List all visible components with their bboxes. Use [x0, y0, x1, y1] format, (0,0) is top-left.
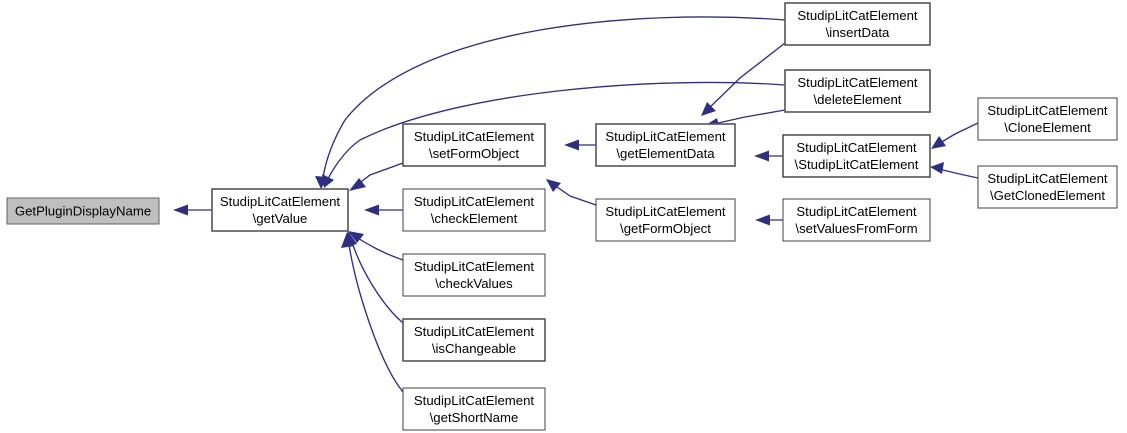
node-label-line2: \deleteElement	[814, 92, 902, 107]
node-box[interactable]	[211, 188, 349, 232]
node-box[interactable]	[6, 197, 160, 225]
call-edge	[755, 214, 783, 226]
call-edge	[349, 162, 404, 191]
edge-line	[347, 237, 404, 393]
graph-node-insertdata[interactable]: StudipLitCatElement \insertData	[784, 2, 931, 46]
node-label-line1: StudipLitCatElement	[414, 194, 535, 209]
node-label-line1: StudipLitCatElement	[987, 171, 1108, 186]
call-edge	[931, 122, 979, 149]
call-edge	[930, 162, 979, 179]
node-box[interactable]	[782, 134, 931, 178]
edge-arrowhead	[546, 179, 561, 192]
call-edge	[341, 232, 404, 393]
edge-arrowhead	[564, 139, 579, 151]
node-label-line1: StudipLitCatElement	[414, 259, 535, 274]
graph-node-cloneelement[interactable]: StudipLitCatElement \CloneElement	[977, 97, 1118, 141]
node-box[interactable]	[595, 198, 736, 242]
graph-node-getshortname[interactable]: StudipLitCatElement \getShortName	[402, 387, 546, 431]
node-label-line2: \setValuesFromForm	[795, 221, 917, 236]
graph-node-setvaluesfromform[interactable]: StudipLitCatElement \setValuesFromForm	[782, 198, 931, 242]
graph-node-getelementdata[interactable]: StudipLitCatElement \getElementData	[595, 123, 736, 167]
edge-line	[349, 235, 404, 324]
edge-line	[325, 81, 786, 184]
node-box[interactable]	[402, 387, 546, 431]
node-label-line1: GetPluginDisplayName	[15, 204, 151, 219]
node-label-line1: StudipLitCatElement	[797, 8, 918, 23]
call-edge	[754, 150, 783, 162]
node-label-line2: \checkElement	[431, 211, 518, 226]
node-label-line1: StudipLitCatElement	[796, 204, 917, 219]
edge-line	[708, 109, 786, 126]
edge-arrowhead	[931, 136, 946, 149]
edge-arrowhead	[754, 150, 769, 162]
node-label-line2: \insertData	[826, 25, 890, 40]
graph-node-getclonedelement[interactable]: StudipLitCatElement \GetClonedElement	[977, 165, 1118, 209]
node-box[interactable]	[784, 69, 931, 113]
node-box[interactable]	[595, 123, 736, 167]
node-label-line2: \StudipLitCatElement	[795, 157, 919, 172]
graph-node-getplugindisplayname[interactable]: GetPluginDisplayName	[6, 197, 160, 225]
edge-arrowhead	[173, 204, 188, 216]
node-label-line1: StudipLitCatElement	[987, 103, 1108, 118]
node-label-line2: \checkValues	[435, 276, 513, 291]
node-box[interactable]	[784, 2, 931, 46]
node-label-line2: \GetClonedElement	[990, 188, 1105, 203]
call-edge	[322, 81, 786, 188]
edge-line	[704, 42, 786, 113]
node-label-line2: \getFormObject	[620, 221, 711, 236]
node-box[interactable]	[402, 123, 546, 167]
call-edge	[546, 179, 597, 206]
node-label-line1: StudipLitCatElement	[220, 194, 341, 209]
node-box[interactable]	[977, 165, 1118, 209]
node-label-line2: \isChangeable	[432, 341, 516, 356]
edge-arrowhead	[349, 178, 366, 191]
graph-node-checkvalues[interactable]: StudipLitCatElement \checkValues	[402, 253, 546, 297]
nodes-layer: GetPluginDisplayNameStudipLitCatElement\…	[6, 2, 1118, 431]
node-label-line2: \getElementData	[616, 146, 715, 161]
node-label-line2: \getShortName	[430, 410, 519, 425]
graph-node-getformobject[interactable]: StudipLitCatElement \getFormObject	[595, 198, 736, 242]
call-edge	[564, 139, 596, 151]
node-label-line1: StudipLitCatElement	[796, 140, 917, 155]
edge-arrowhead	[341, 232, 354, 248]
node-box[interactable]	[782, 198, 931, 242]
node-label-line1: StudipLitCatElement	[605, 129, 726, 144]
graph-node-studiplitcatelement-ctor[interactable]: StudipLitCatElement \StudipLitCatElement	[782, 134, 931, 178]
edges-layer	[173, 16, 979, 393]
call-edge	[701, 42, 786, 116]
node-label-line2: \setFormObject	[429, 146, 519, 161]
edge-line	[321, 16, 786, 185]
node-box[interactable]	[402, 318, 546, 362]
call-edge	[348, 231, 404, 261]
edge-arrowhead	[348, 231, 364, 243]
node-label-line1: StudipLitCatElement	[414, 324, 535, 339]
edge-arrowhead	[930, 162, 944, 174]
node-label-line2: \CloneElement	[1004, 120, 1091, 135]
call-edge	[364, 204, 403, 216]
node-box[interactable]	[977, 97, 1118, 141]
node-label-line2: \getValue	[253, 211, 308, 226]
graph-node-deleteelement[interactable]: StudipLitCatElement \deleteElement	[784, 69, 931, 113]
edge-arrowhead	[755, 214, 770, 226]
node-box[interactable]	[402, 253, 546, 297]
graph-node-ischangeable[interactable]: StudipLitCatElement \isChangeable	[402, 318, 546, 362]
node-label-line1: StudipLitCatElement	[605, 204, 726, 219]
node-label-line1: StudipLitCatElement	[414, 129, 535, 144]
call-edge	[345, 231, 404, 324]
graph-node-getvalue[interactable]: StudipLitCatElement \getValue	[211, 188, 349, 232]
graph-node-setformobject[interactable]: StudipLitCatElement \setFormObject	[402, 123, 546, 167]
node-box[interactable]	[402, 188, 546, 232]
call-edge	[173, 204, 212, 216]
edge-arrowhead	[701, 102, 716, 116]
edge-arrowhead	[322, 174, 334, 188]
graph-node-checkelement[interactable]: StudipLitCatElement \checkElement	[402, 188, 546, 232]
edge-arrowhead	[364, 204, 379, 216]
node-label-line1: StudipLitCatElement	[414, 393, 535, 408]
node-label-line1: StudipLitCatElement	[797, 75, 918, 90]
